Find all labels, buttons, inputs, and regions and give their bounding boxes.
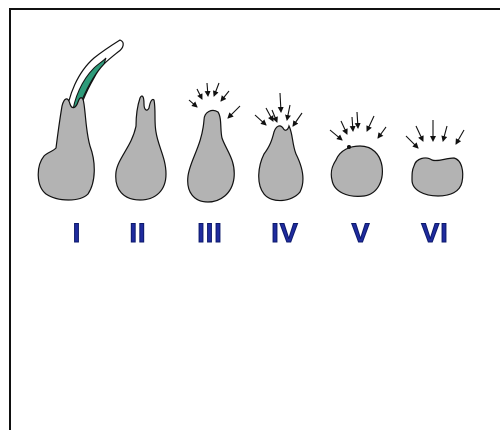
stage-2-cell: [116, 96, 166, 200]
stage-6-label: VI: [421, 218, 449, 248]
stage-5-label: V: [351, 218, 370, 248]
stage-2-label: II: [129, 218, 146, 248]
stage-6-arrows: [406, 120, 464, 148]
stage-3-group: [188, 83, 240, 202]
stage-6-group: [406, 120, 464, 196]
stage-5-cell: [331, 146, 382, 196]
stage-4-arrows: [255, 93, 302, 126]
stage-4-group: [255, 93, 303, 201]
stage-1-cell: [38, 40, 123, 200]
stage-3-cell: [188, 110, 235, 202]
stage-3-label: III: [197, 218, 223, 248]
stage-5-arrows: [330, 112, 386, 140]
stage-5-group: [330, 112, 386, 196]
stage-5-dot: [347, 145, 351, 149]
stage-1-body: [38, 98, 94, 200]
stage-4-label: IV: [271, 218, 299, 248]
stage-1-label: I: [73, 218, 82, 248]
stage-6-cell: [412, 158, 463, 196]
stage-4-cell: [259, 126, 303, 201]
